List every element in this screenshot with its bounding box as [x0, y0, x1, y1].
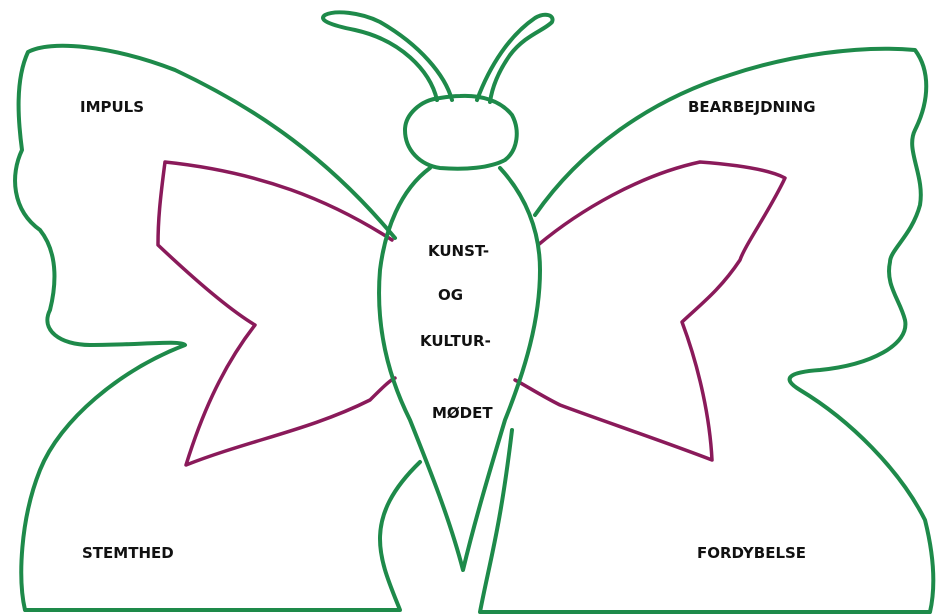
butterfly-body	[379, 168, 540, 570]
right-inner-wing	[515, 162, 785, 460]
right-outer-wing	[480, 49, 933, 612]
left-outer-wing	[15, 46, 420, 610]
left-antenna	[323, 12, 452, 100]
label-fordybelse: FORDYBELSE	[697, 544, 806, 562]
label-bearbejdning: BEARBEJDNING	[688, 98, 816, 116]
label-kunst: KUNST-	[428, 242, 489, 260]
butterfly-head	[405, 96, 517, 169]
label-modet: MØDET	[432, 404, 493, 422]
right-antenna	[477, 15, 553, 102]
label-impuls: IMPULS	[80, 98, 144, 116]
left-inner-wing	[158, 162, 395, 465]
label-stemthed: STEMTHED	[82, 544, 174, 562]
label-og: OG	[438, 286, 463, 304]
label-kultur: KULTUR-	[420, 332, 491, 350]
